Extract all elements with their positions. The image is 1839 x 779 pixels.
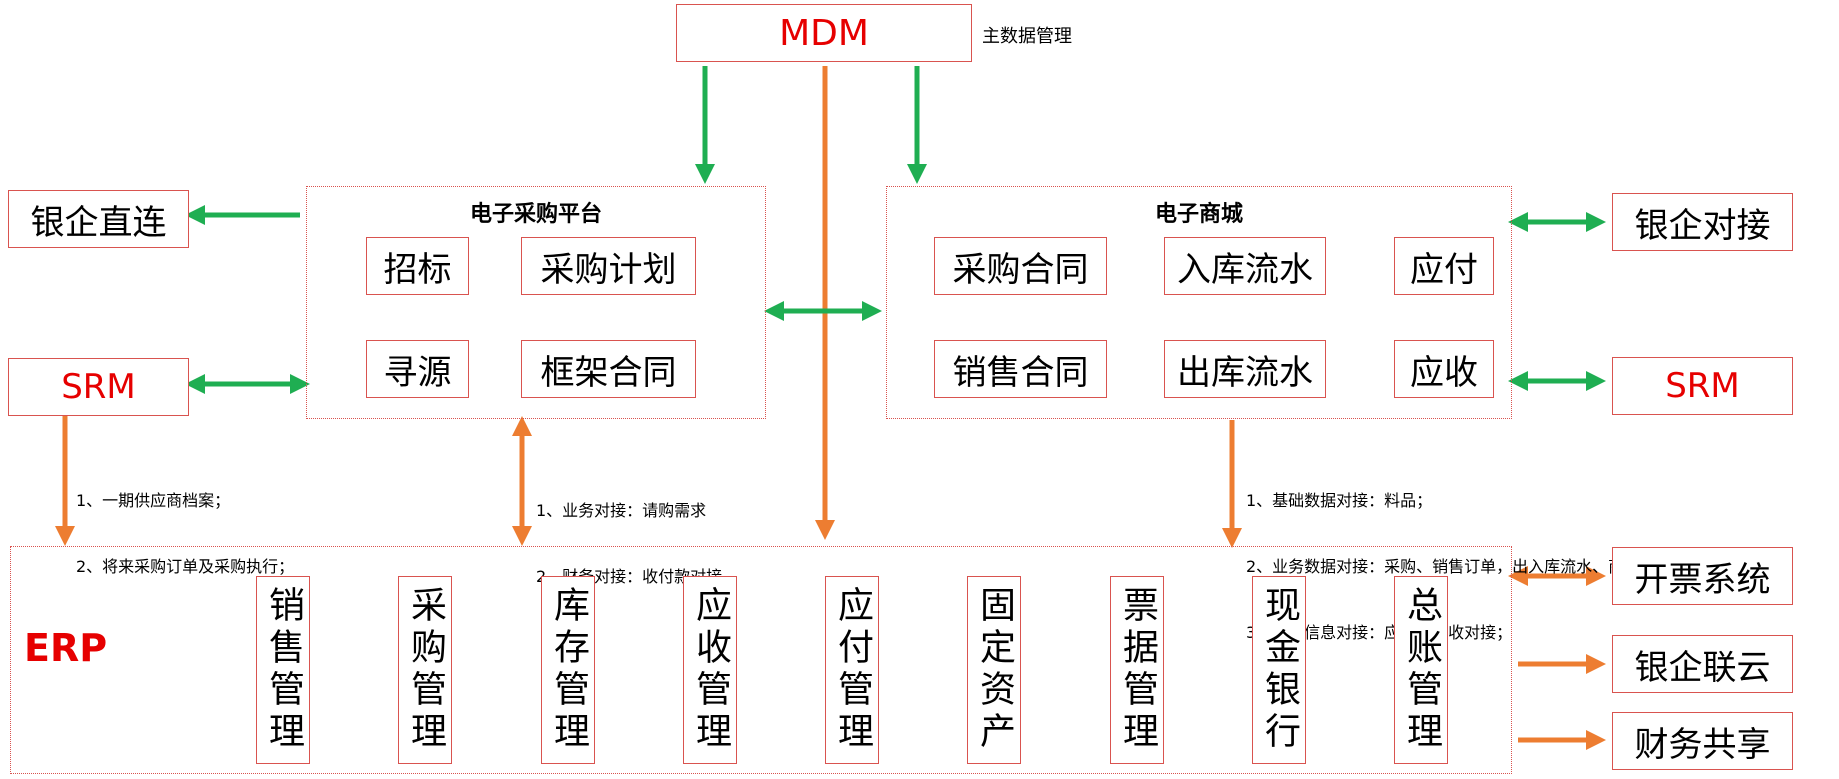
- platform-item-plan: 采购计划: [521, 237, 696, 295]
- mall-item-sales-contract: 销售合同: [934, 340, 1107, 398]
- bank-direct-box: 银企直连: [8, 190, 189, 248]
- finance-share-box: 财务共享: [1612, 712, 1793, 770]
- erp-module-inventory-label: 库存管理: [548, 586, 589, 754]
- mall-item-receivable-label: 应收: [1410, 352, 1478, 393]
- erp-module-cash-bank: 现金银行: [1252, 576, 1306, 764]
- note-platform-erp-line-1: 1、业务对接：请购需求: [536, 501, 707, 520]
- mall-item-outbound: 出库流水: [1164, 340, 1326, 398]
- mall-item-inbound-label: 入库流水: [1177, 249, 1313, 290]
- mall-item-payable: 应付: [1394, 237, 1494, 295]
- erp-module-general-ledger-label: 总账管理: [1401, 586, 1442, 754]
- erp-module-fixed-assets-label: 固定资产: [974, 586, 1015, 754]
- platform-item-framework: 框架合同: [521, 340, 696, 398]
- platform-item-zhaobiao: 招标: [366, 237, 469, 295]
- mall-item-outbound-label: 出库流水: [1177, 352, 1313, 393]
- mdm-label: MDM: [779, 12, 869, 54]
- mall-title: 电子商城: [1154, 202, 1243, 227]
- mall-item-purchase-contract-label: 采购合同: [952, 249, 1089, 290]
- erp-module-receivable: 应收管理: [683, 576, 737, 764]
- erp-module-sales: 销售管理: [256, 576, 310, 764]
- mall-item-inbound: 入库流水: [1164, 237, 1326, 295]
- platform-item-framework-label: 框架合同: [540, 352, 677, 393]
- platform-item-zhaobiao-label: 招标: [383, 249, 452, 290]
- erp-module-general-ledger: 总账管理: [1394, 576, 1448, 764]
- erp-module-fixed-assets: 固定资产: [967, 576, 1021, 764]
- erp-module-bills: 票据管理: [1110, 576, 1164, 764]
- bank-connect-label: 银企对接: [1634, 205, 1771, 246]
- erp-module-purchase: 采购管理: [398, 576, 452, 764]
- invoice-system-box: 开票系统: [1612, 547, 1793, 605]
- srm-left-label: SRM: [61, 367, 136, 407]
- note-srm-erp: 1、一期供应商档案； 2、将来采购订单及采购执行；: [76, 446, 294, 600]
- finance-share-label: 财务共享: [1634, 724, 1771, 765]
- platform-item-xunyuan: 寻源: [366, 340, 469, 398]
- invoice-system-label: 开票系统: [1634, 559, 1771, 600]
- srm-left-box: SRM: [8, 358, 189, 416]
- bank-connect-box: 银企对接: [1612, 193, 1793, 251]
- platform-item-xunyuan-label: 寻源: [383, 352, 452, 393]
- mall-item-receivable: 应收: [1394, 340, 1494, 398]
- erp-module-payable-label: 应付管理: [832, 586, 873, 754]
- erp-module-payable: 应付管理: [825, 576, 879, 764]
- note-mall-erp-line-1: 1、基础数据对接：料品；: [1246, 491, 1433, 510]
- platform-item-plan-label: 采购计划: [540, 249, 677, 290]
- mall-item-purchase-contract: 采购合同: [934, 237, 1107, 295]
- mall-item-payable-label: 应付: [1410, 249, 1478, 290]
- srm-right-label: SRM: [1665, 366, 1740, 406]
- mall-panel: [886, 186, 1512, 419]
- note-srm-erp-line-2: 2、将来采购订单及采购执行；: [76, 557, 295, 576]
- srm-right-box: SRM: [1612, 357, 1793, 415]
- erp-label: ERP: [24, 626, 108, 670]
- erp-panel: [10, 546, 1512, 774]
- purchase-platform-title: 电子采购平台: [469, 202, 602, 227]
- erp-module-receivable-label: 应收管理: [690, 586, 731, 754]
- note-mall-erp: 1、基础数据对接：料品； 2、业务数据对接：采购、销售订单，出入库流水、商城服务…: [1246, 446, 1720, 666]
- bank-direct-label: 银企直连: [30, 202, 167, 243]
- erp-module-bills-label: 票据管理: [1117, 586, 1158, 754]
- erp-module-purchase-label: 采购管理: [405, 586, 446, 754]
- mdm-box: MDM: [676, 4, 972, 62]
- erp-module-cash-bank-label: 现金银行: [1259, 586, 1300, 754]
- bank-cloud-label: 银企联云: [1634, 647, 1771, 688]
- mdm-caption: 主数据管理: [982, 26, 1072, 47]
- note-srm-erp-line-1: 1、一期供应商档案；: [76, 491, 231, 510]
- erp-module-inventory: 库存管理: [541, 576, 595, 764]
- erp-module-sales-label: 销售管理: [263, 586, 304, 754]
- bank-cloud-box: 银企联云: [1612, 635, 1793, 693]
- note-mall-erp-line-2: 2、业务数据对接：采购、销售订单，出入库流水、商城服务费等；: [1246, 557, 1721, 576]
- purchase-platform-panel: [306, 186, 766, 419]
- mall-item-sales-contract-label: 销售合同: [952, 352, 1089, 393]
